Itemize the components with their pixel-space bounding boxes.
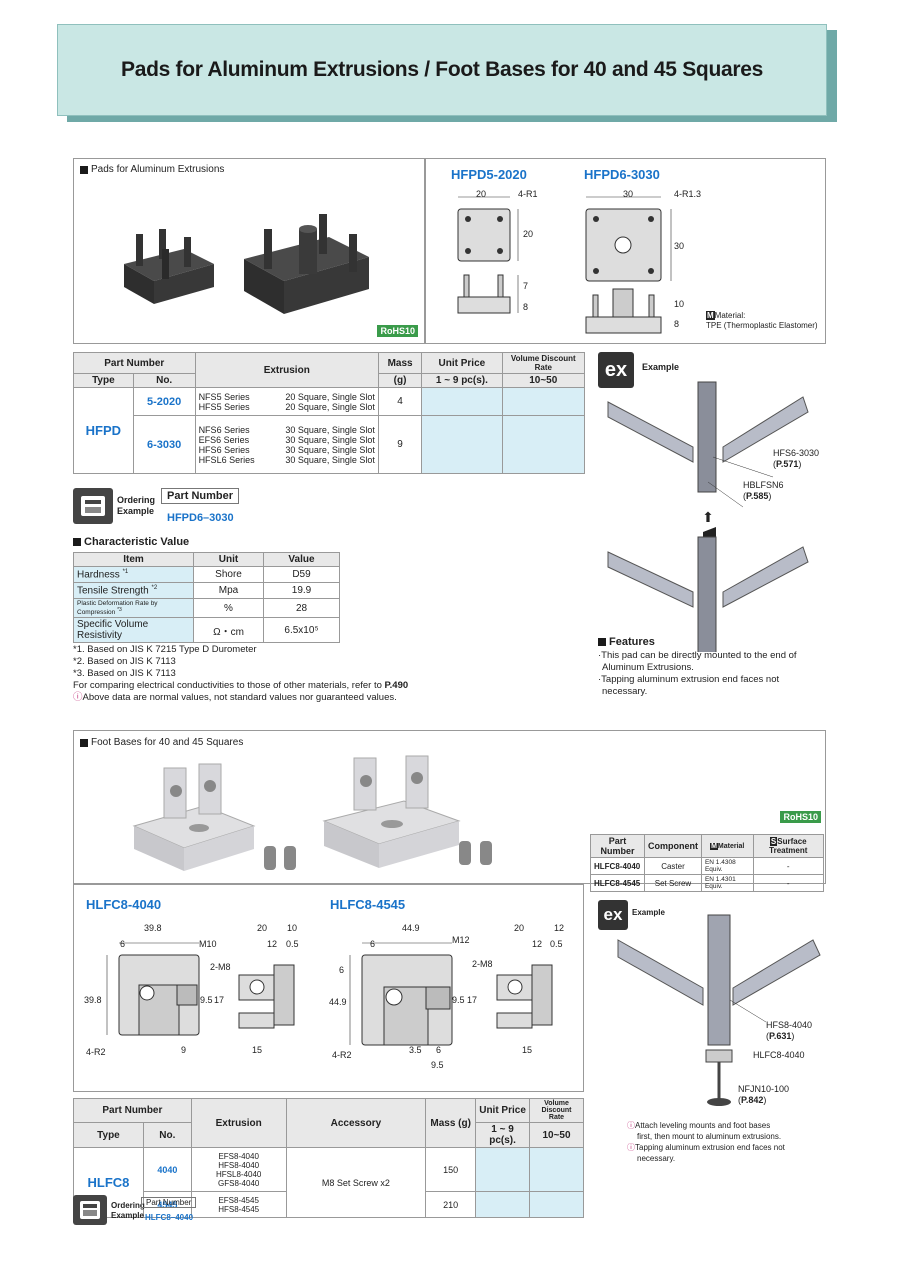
hfpd6-drawing <box>585 196 672 334</box>
char-notes: *1. Based on JIS K 7215 Type D Durometer… <box>73 644 409 703</box>
phone-icon <box>73 1195 107 1225</box>
foot-photo-box: Foot Bases for 40 and 45 Squares RoHS10 <box>73 730 826 884</box>
hlfc8-4545-drawing <box>349 942 553 1046</box>
foot-photo <box>132 755 492 871</box>
pads-section-label: Pads for Aluminum Extrusions <box>80 164 224 175</box>
drawing-title-hlfc8-4040: HLFC8-4040 <box>86 897 162 912</box>
info-icon: ⓘ <box>73 692 83 703</box>
ex-callout-hblfsn6: HBLFSN6(P.585) <box>743 480 784 501</box>
foot-example: ex Example HFS8-4040(P.631) HLFC8-4040 N… <box>598 900 838 1120</box>
foot-example-drawing <box>617 914 821 1106</box>
pads-photo <box>124 214 369 314</box>
foot-notes: ⓘAttach leveling mounts and foot bases f… <box>627 1121 785 1163</box>
char-title: Characteristic Value <box>73 536 189 548</box>
svg-text:⬆: ⬆ <box>702 509 714 525</box>
rohs-badge-foot: RoHS10 <box>780 811 821 823</box>
foot-section-label: Foot Bases for 40 and 45 Squares <box>80 737 243 748</box>
drawing-title-hfpd5: HFPD5-2020 <box>451 167 527 182</box>
ex-badge-icon: ex <box>598 352 634 388</box>
pads-drawing-box: HFPD5-2020 HFPD6-3030 20 4-R1 20 7 8 30 … <box>425 158 826 344</box>
pads-part-table: Part Number Extrusion Mass Unit Price Vo… <box>73 352 586 474</box>
title-banner: Pads for Aluminum Extrusions / Foot Base… <box>57 24 837 122</box>
pads-photo-box: Pads for Aluminum Extrusions RoHS10 <box>73 158 425 344</box>
pads-example: ex Example ⬆ HFS6-3030(P.571) HBLFSN6(P.… <box>598 352 838 652</box>
drawing-title-hlfc8-4545: HLFC8-4545 <box>330 897 406 912</box>
ex-callout-hfs6: HFS6-3030(P.571) <box>773 448 820 469</box>
ex-badge-icon: ex <box>598 900 628 930</box>
ex-callout-hfs8: HFS8-4040(P.631) <box>766 1020 813 1041</box>
page-title: Pads for Aluminum Extrusions / Foot Base… <box>121 58 763 81</box>
material-note: MMaterial: TPE (Thermoplastic Elastomer) <box>706 311 818 330</box>
info-icon: ⓘ <box>627 1143 635 1152</box>
pads-example-drawing: ⬆ <box>607 381 809 652</box>
foot-part-table: Part Number Extrusion Accessory Mass (g)… <box>73 1098 584 1218</box>
table-type-cell: HFPD <box>73 387 134 474</box>
ex-callout-nfjn10: NFJN10-100(P.842) <box>738 1084 790 1105</box>
rohs-badge: RoHS10 <box>377 325 418 337</box>
hfpd5-drawing <box>457 196 519 314</box>
drawing-title-hfpd6: HFPD6-3030 <box>584 167 660 182</box>
ex-callout-hlfc8: HLFC8-4040 <box>753 1050 805 1060</box>
hlfc8-4040-drawing <box>106 942 295 1036</box>
component-table: Part Number Component MMaterial SSurface… <box>590 834 825 892</box>
features: Features ·This pad can be directly mount… <box>598 636 797 697</box>
phone-icon <box>73 488 113 524</box>
foot-drawing-box: HLFC8-4040 HLFC8-4545 39.8 6 M10 39.8 4-… <box>73 884 584 1092</box>
info-icon: ⓘ <box>627 1121 635 1130</box>
